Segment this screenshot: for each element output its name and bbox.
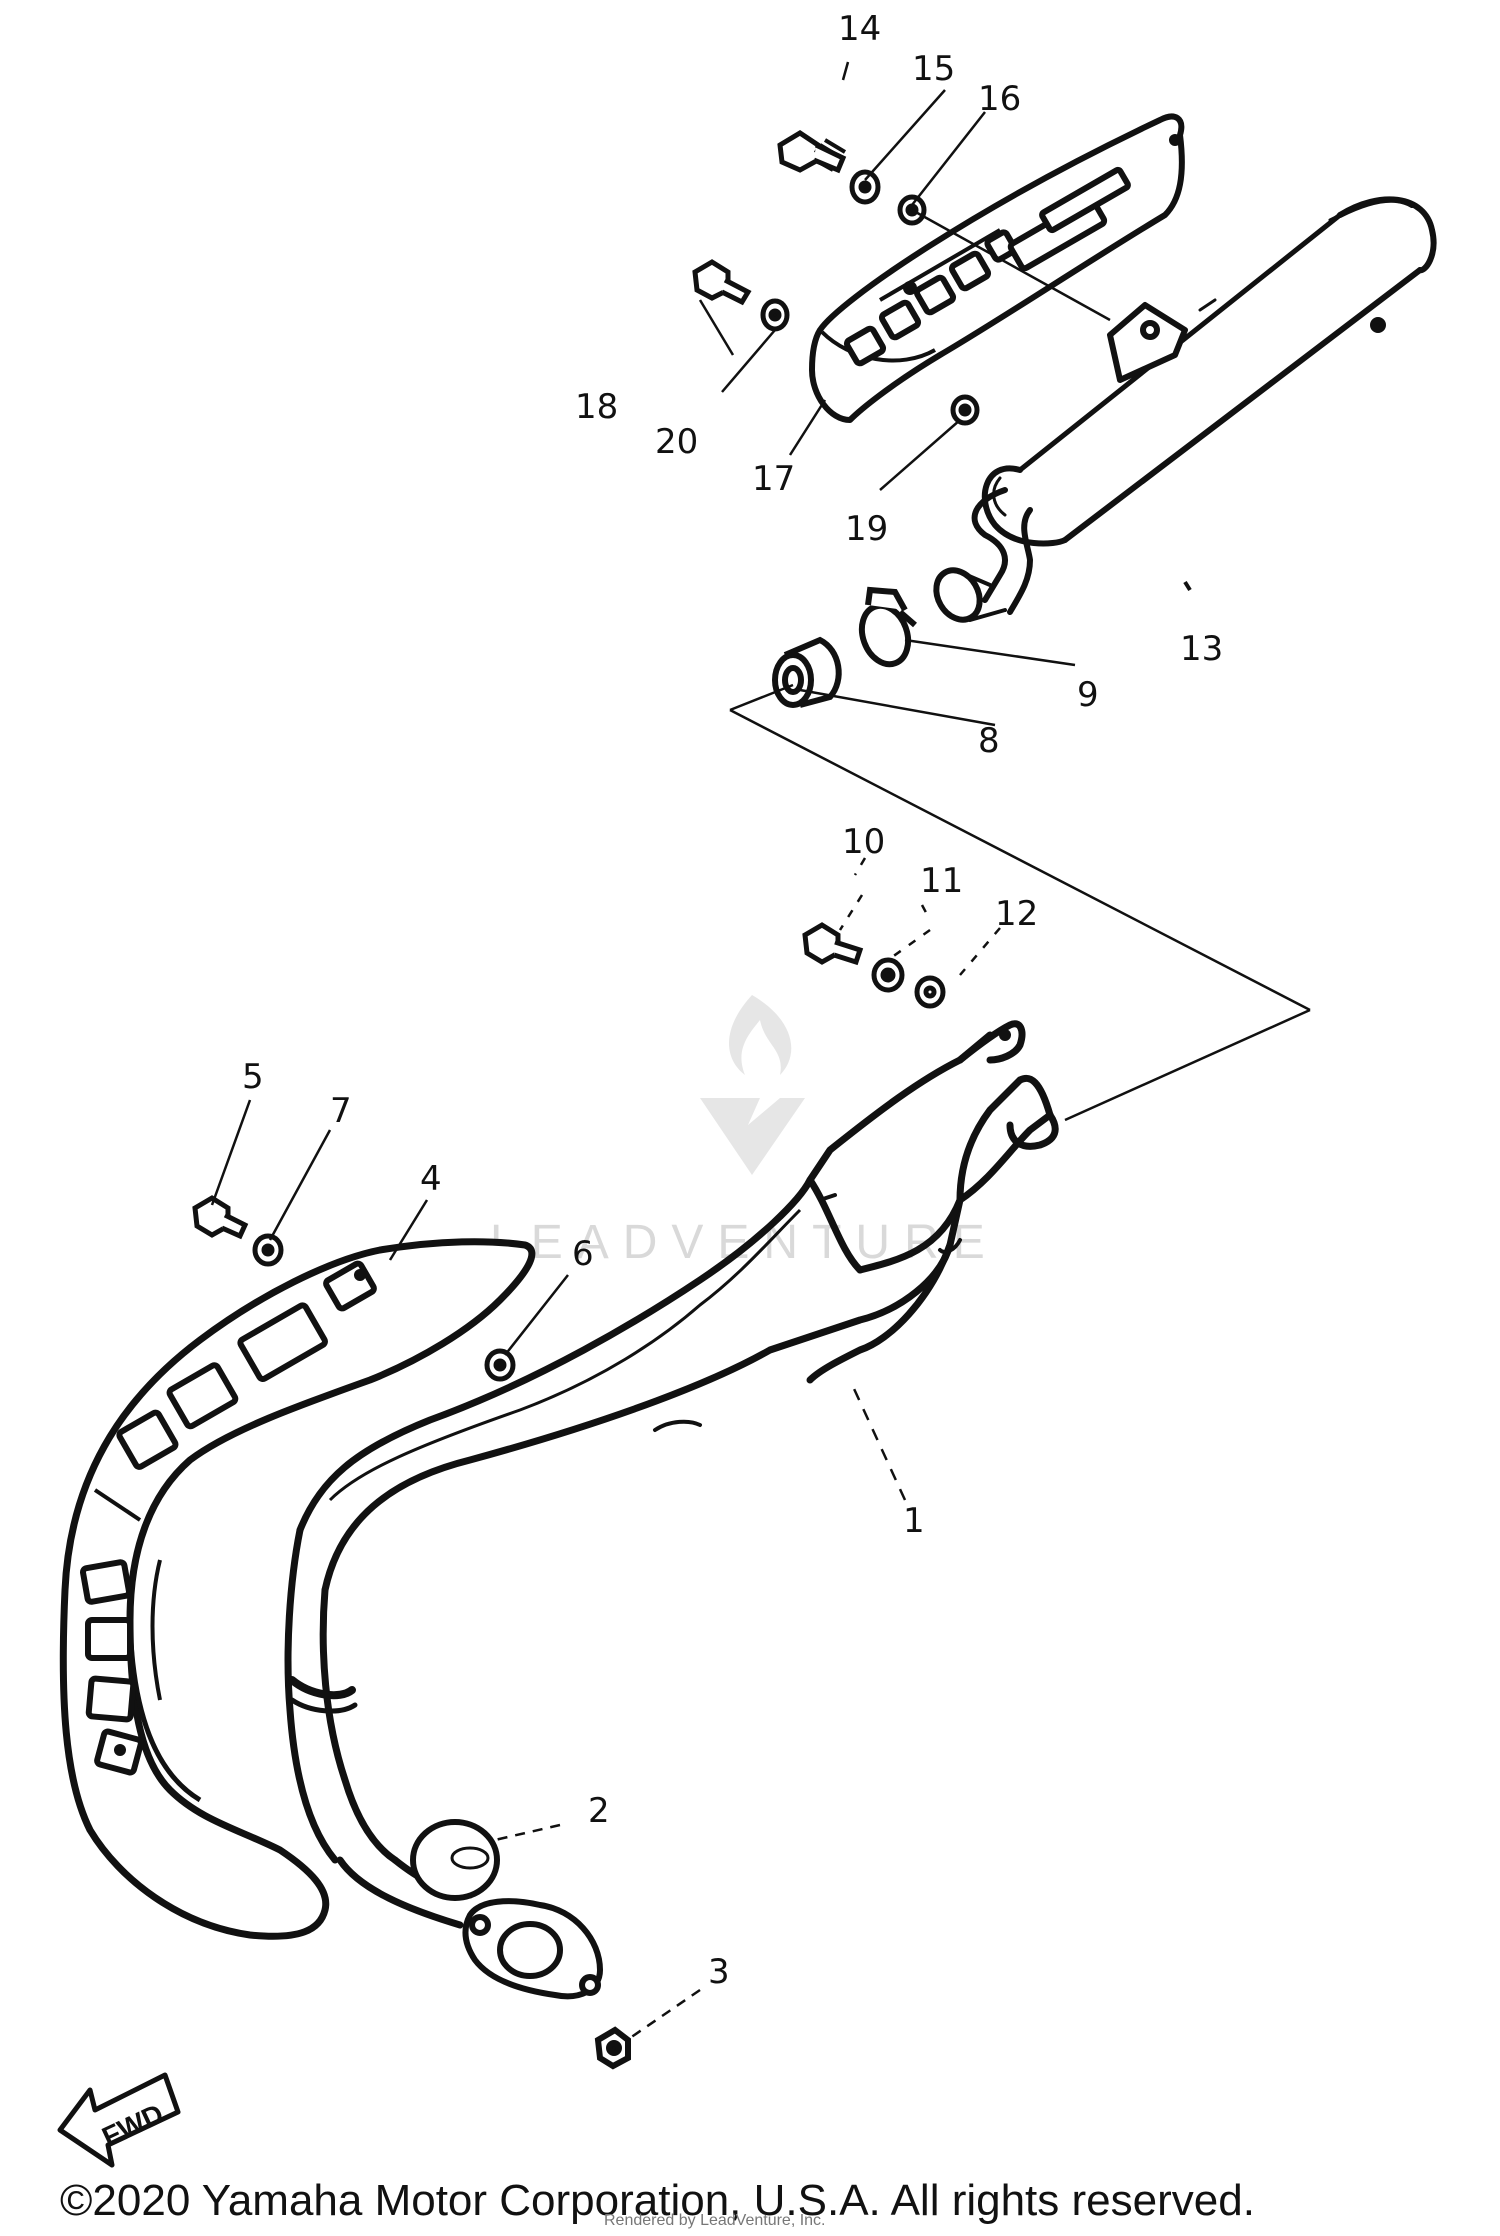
callout-14: 14	[838, 9, 881, 49]
callout-17: 17	[752, 459, 795, 499]
hardware-left	[192, 1195, 516, 1382]
callout-7: 7	[330, 1091, 352, 1131]
joint-hardware	[772, 586, 917, 708]
watermark-flame-icon	[728, 995, 792, 1075]
flange-parts	[410, 1819, 631, 2070]
callout-1: 1	[903, 1501, 925, 1541]
callout-5: 5	[242, 1057, 264, 1097]
rendered-by-credit: Rendered by LeadVenture, Inc.	[604, 2212, 826, 2229]
stud-3-icon	[594, 2026, 631, 2070]
callout-20: 20	[655, 422, 698, 462]
silencer-guard	[809, 113, 1185, 423]
exhaust-pipe	[284, 1020, 1059, 1929]
clamp-9-icon	[858, 586, 917, 668]
hardware-top	[692, 130, 980, 426]
watermark-brand: LEADVENTURE	[490, 1216, 999, 1269]
callout-19: 19	[845, 509, 888, 549]
callout-3: 3	[708, 1952, 730, 1992]
callout-8: 8	[978, 721, 1000, 761]
callout-2: 2	[588, 1791, 610, 1831]
callout-13: 13	[1180, 629, 1223, 669]
callout-10: 10	[842, 822, 885, 862]
callout-labels: 1 2 3 4 5 6 7 8 9 10 11 12 13 14 15 16 1…	[242, 9, 1223, 1992]
watermark: LEADVENTURE	[490, 995, 999, 1269]
bolt-5-icon	[192, 1195, 249, 1240]
exhaust-pipe-spine	[328, 1208, 802, 1502]
gasket-2-icon	[410, 1819, 500, 1901]
bolt-14-icon	[777, 130, 847, 174]
callout-4: 4	[420, 1159, 442, 1199]
fwd-arrow: FWD	[57, 2072, 181, 2168]
leader-lines	[210, 61, 1311, 2040]
callout-12: 12	[995, 894, 1038, 934]
fwd-arrow-icon	[57, 2072, 181, 2168]
copyright-notice: ©2020 Yamaha Motor Corporation, U.S.A. A…	[60, 2176, 1255, 2225]
bolt-10-icon	[802, 922, 864, 966]
callout-9: 9	[1077, 675, 1099, 715]
hardware-middle	[802, 922, 946, 1009]
pipe-guard	[59, 1238, 536, 1940]
callout-6: 6	[572, 1234, 594, 1274]
flange-plate-icon	[462, 1898, 604, 2000]
bolt-18-icon	[692, 259, 752, 306]
callout-11: 11	[920, 861, 963, 901]
callout-18: 18	[575, 387, 618, 427]
callout-16: 16	[978, 79, 1021, 119]
muffler	[933, 196, 1437, 623]
callout-15: 15	[912, 49, 955, 89]
watermark-v-logo-icon	[700, 1098, 805, 1175]
